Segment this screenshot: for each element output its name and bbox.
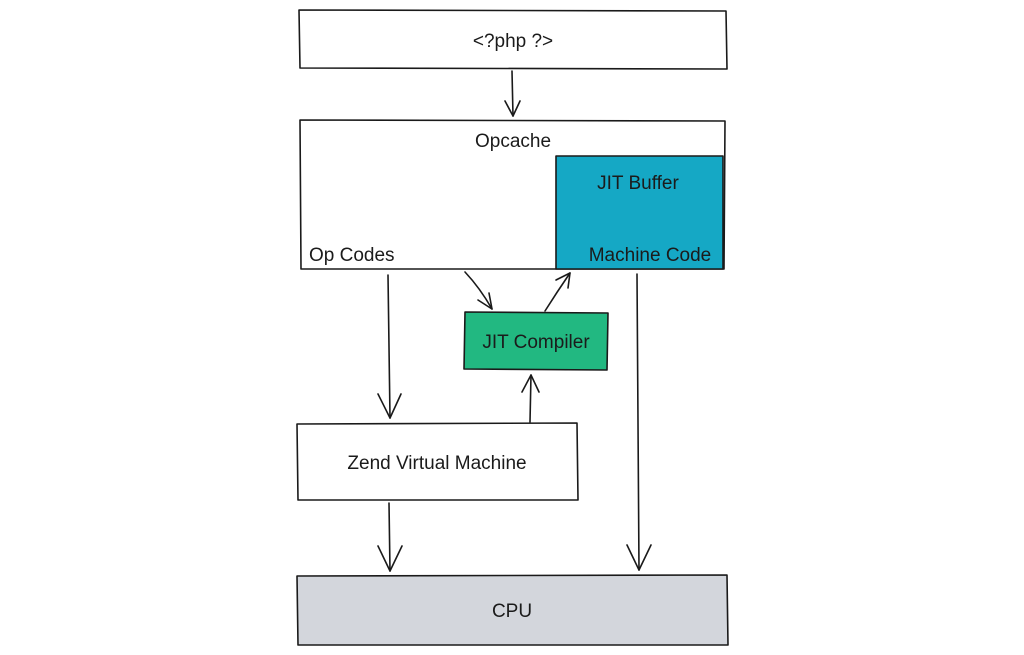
jit-compiler-node: JIT Compiler	[463, 311, 609, 371]
cpu-label: CPU	[492, 601, 532, 622]
zend-vm-to-jit-compiler-arrow	[521, 374, 540, 423]
zend-vm-to-cpu-arrow	[377, 502, 403, 572]
jit-buffer-node: JIT Buffer Machine Code	[555, 155, 724, 270]
php-source-node: <?php ?>	[298, 9, 728, 70]
cpu-box	[296, 574, 729, 646]
jit-compiler-to-buffer-arrow	[544, 272, 571, 312]
jit-compiler-box	[463, 311, 609, 371]
op-codes-label: Op Codes	[309, 245, 395, 266]
opcache-label: Opcache	[475, 131, 551, 152]
jit-buffer-box	[555, 155, 724, 270]
zend-vm-box	[296, 422, 579, 501]
zend-vm-node: Zend Virtual Machine	[296, 422, 579, 501]
php-source-box	[298, 9, 728, 70]
php-to-opcache-arrow	[504, 70, 521, 117]
opcache-to-zend-vm-arrow	[377, 274, 402, 419]
jit-compiler-label: JIT Compiler	[482, 332, 590, 353]
php-source-label: <?php ?>	[473, 31, 553, 52]
machine-code-label: Machine Code	[589, 245, 712, 266]
cpu-node: CPU	[296, 574, 729, 646]
zend-vm-label: Zend Virtual Machine	[347, 453, 526, 474]
jit-buffer-label: JIT Buffer	[597, 173, 679, 194]
opcodes-to-jit-compiler-arrow	[464, 271, 493, 310]
machine-code-to-cpu-arrow	[626, 273, 652, 571]
